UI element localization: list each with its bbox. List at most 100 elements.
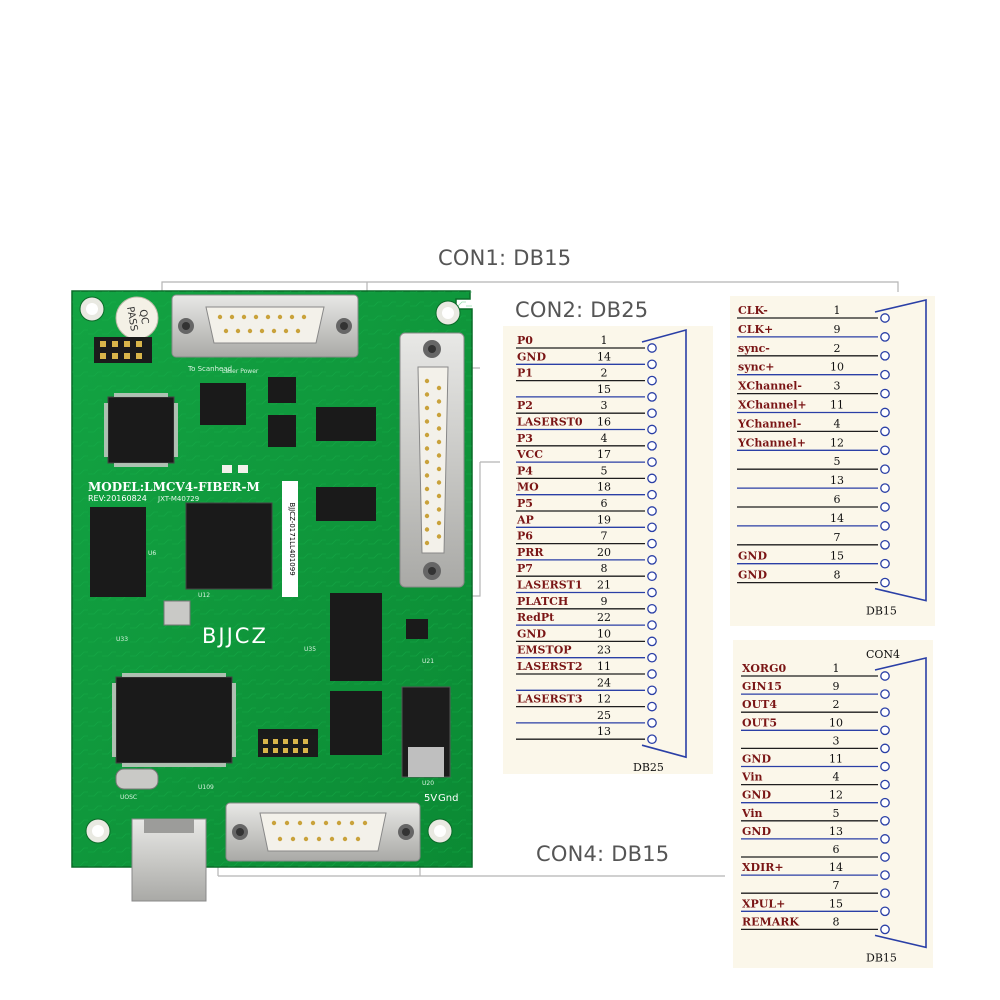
pin-number: 24 <box>597 676 611 689</box>
pin-contact <box>880 313 890 323</box>
pin-label: CLK- <box>738 304 768 317</box>
pin-label: XChannel+ <box>738 399 807 412</box>
pin-label: GND <box>517 350 546 363</box>
pin-contact <box>880 521 890 531</box>
pin-number: 14 <box>829 861 843 874</box>
silk-5v: 5V <box>424 793 437 804</box>
pin-label: Vin <box>741 807 763 820</box>
pin-number: 4 <box>834 417 841 430</box>
pin-contact <box>880 725 890 736</box>
pin-contact <box>647 489 657 500</box>
pin-number: 8 <box>834 569 841 582</box>
pin-contact <box>880 369 890 380</box>
silk-laser: Laser Power <box>222 368 259 375</box>
pin-contact <box>880 834 890 844</box>
pin-number: 5 <box>834 455 841 468</box>
pin-contact <box>880 483 890 493</box>
svg-text:U109: U109 <box>198 784 214 791</box>
svg-text:UOSC: UOSC <box>120 794 137 801</box>
pin-contact <box>647 571 657 582</box>
mounting-holes <box>79 296 461 844</box>
pin-number: 8 <box>601 562 608 575</box>
pin-number: 10 <box>597 627 611 640</box>
bottom-pin-header <box>258 735 318 757</box>
controller-board: QC PASS To Scanhead Laser Power <box>71 290 473 902</box>
pin-contact <box>647 457 657 467</box>
pin-contact <box>647 473 657 484</box>
svg-text:U6: U6 <box>148 550 156 557</box>
pin-number: 13 <box>829 825 843 838</box>
connector-shell <box>874 656 927 949</box>
pin-number: 21 <box>597 579 611 592</box>
connector-footer: DB15 <box>866 951 897 964</box>
pin-label: P0 <box>517 334 533 347</box>
pin-contact <box>880 870 890 880</box>
pin-number: 3 <box>833 734 840 747</box>
pin-contact <box>880 332 890 342</box>
pin-contact <box>647 636 657 647</box>
pin-label: P2 <box>517 399 533 412</box>
pin-number: 11 <box>597 660 611 673</box>
svg-text:U35: U35 <box>304 646 316 653</box>
pin-label: RedPt <box>517 611 555 624</box>
pin-number: 1 <box>601 334 608 347</box>
svg-text:U33: U33 <box>116 636 128 643</box>
con1-panel <box>730 296 935 626</box>
pin-contact <box>647 522 657 533</box>
pin-contact <box>880 906 890 917</box>
board-rev-code: JXT-M40729 <box>157 495 199 503</box>
pin-label: P4 <box>517 464 533 477</box>
pin-number: 12 <box>829 789 843 802</box>
pin-label: LASERST0 <box>517 416 583 429</box>
pin-number: 11 <box>829 753 843 766</box>
pin-label: REMARK <box>742 915 799 928</box>
pin-contact <box>647 359 657 370</box>
pin-label: LASERST1 <box>517 579 583 592</box>
pin-label: GND <box>742 753 771 766</box>
pin-label: P7 <box>517 562 533 575</box>
pin-number: 13 <box>597 725 611 738</box>
pin-label: XDIR+ <box>742 861 784 874</box>
pin-contact <box>880 388 890 399</box>
pin-number: 20 <box>597 546 611 559</box>
pin-label: P1 <box>517 367 533 380</box>
pin-contact <box>647 506 657 516</box>
pin-number: 10 <box>829 716 843 729</box>
silk-gnd: Gnd <box>438 793 458 804</box>
pin-label: GND <box>738 550 767 563</box>
pin-contact <box>647 343 657 353</box>
pin-contact <box>880 815 890 826</box>
pin-number: 15 <box>829 897 843 910</box>
con1-callout: CON1: DB15 <box>438 246 572 270</box>
pin-number: 1 <box>834 304 841 317</box>
pin-label: GND <box>517 627 546 640</box>
pin-label: sync+ <box>738 361 775 374</box>
pin-contact <box>880 689 890 699</box>
pin-number: 3 <box>834 380 841 393</box>
pin-contact <box>647 555 657 565</box>
pin-contact <box>880 577 890 588</box>
pin-contact <box>880 671 890 681</box>
pin-contact <box>880 797 890 808</box>
pin-label: PLATCH <box>517 595 568 608</box>
pin-label: GIN15 <box>742 680 782 693</box>
pin-contact <box>647 375 657 386</box>
board-rev-text: REV:20160824 <box>88 494 147 503</box>
pin-number: 14 <box>830 512 844 525</box>
pin-contact <box>880 464 890 475</box>
pin-contact <box>647 538 657 549</box>
connector-header: CON4 <box>866 648 900 661</box>
pin-contact <box>647 734 657 745</box>
pin-number: 23 <box>597 644 611 657</box>
pin-number: 7 <box>601 530 608 543</box>
pin-number: 17 <box>597 448 611 461</box>
pin-header <box>94 337 152 363</box>
pin-number: 10 <box>830 361 844 374</box>
pin-number: 11 <box>830 399 844 412</box>
connector-shell <box>874 298 927 602</box>
pin-number: 9 <box>834 323 841 336</box>
svg-text:QC: QC <box>137 309 150 326</box>
pin-number: 9 <box>833 680 840 693</box>
pin-label: sync- <box>738 342 770 355</box>
